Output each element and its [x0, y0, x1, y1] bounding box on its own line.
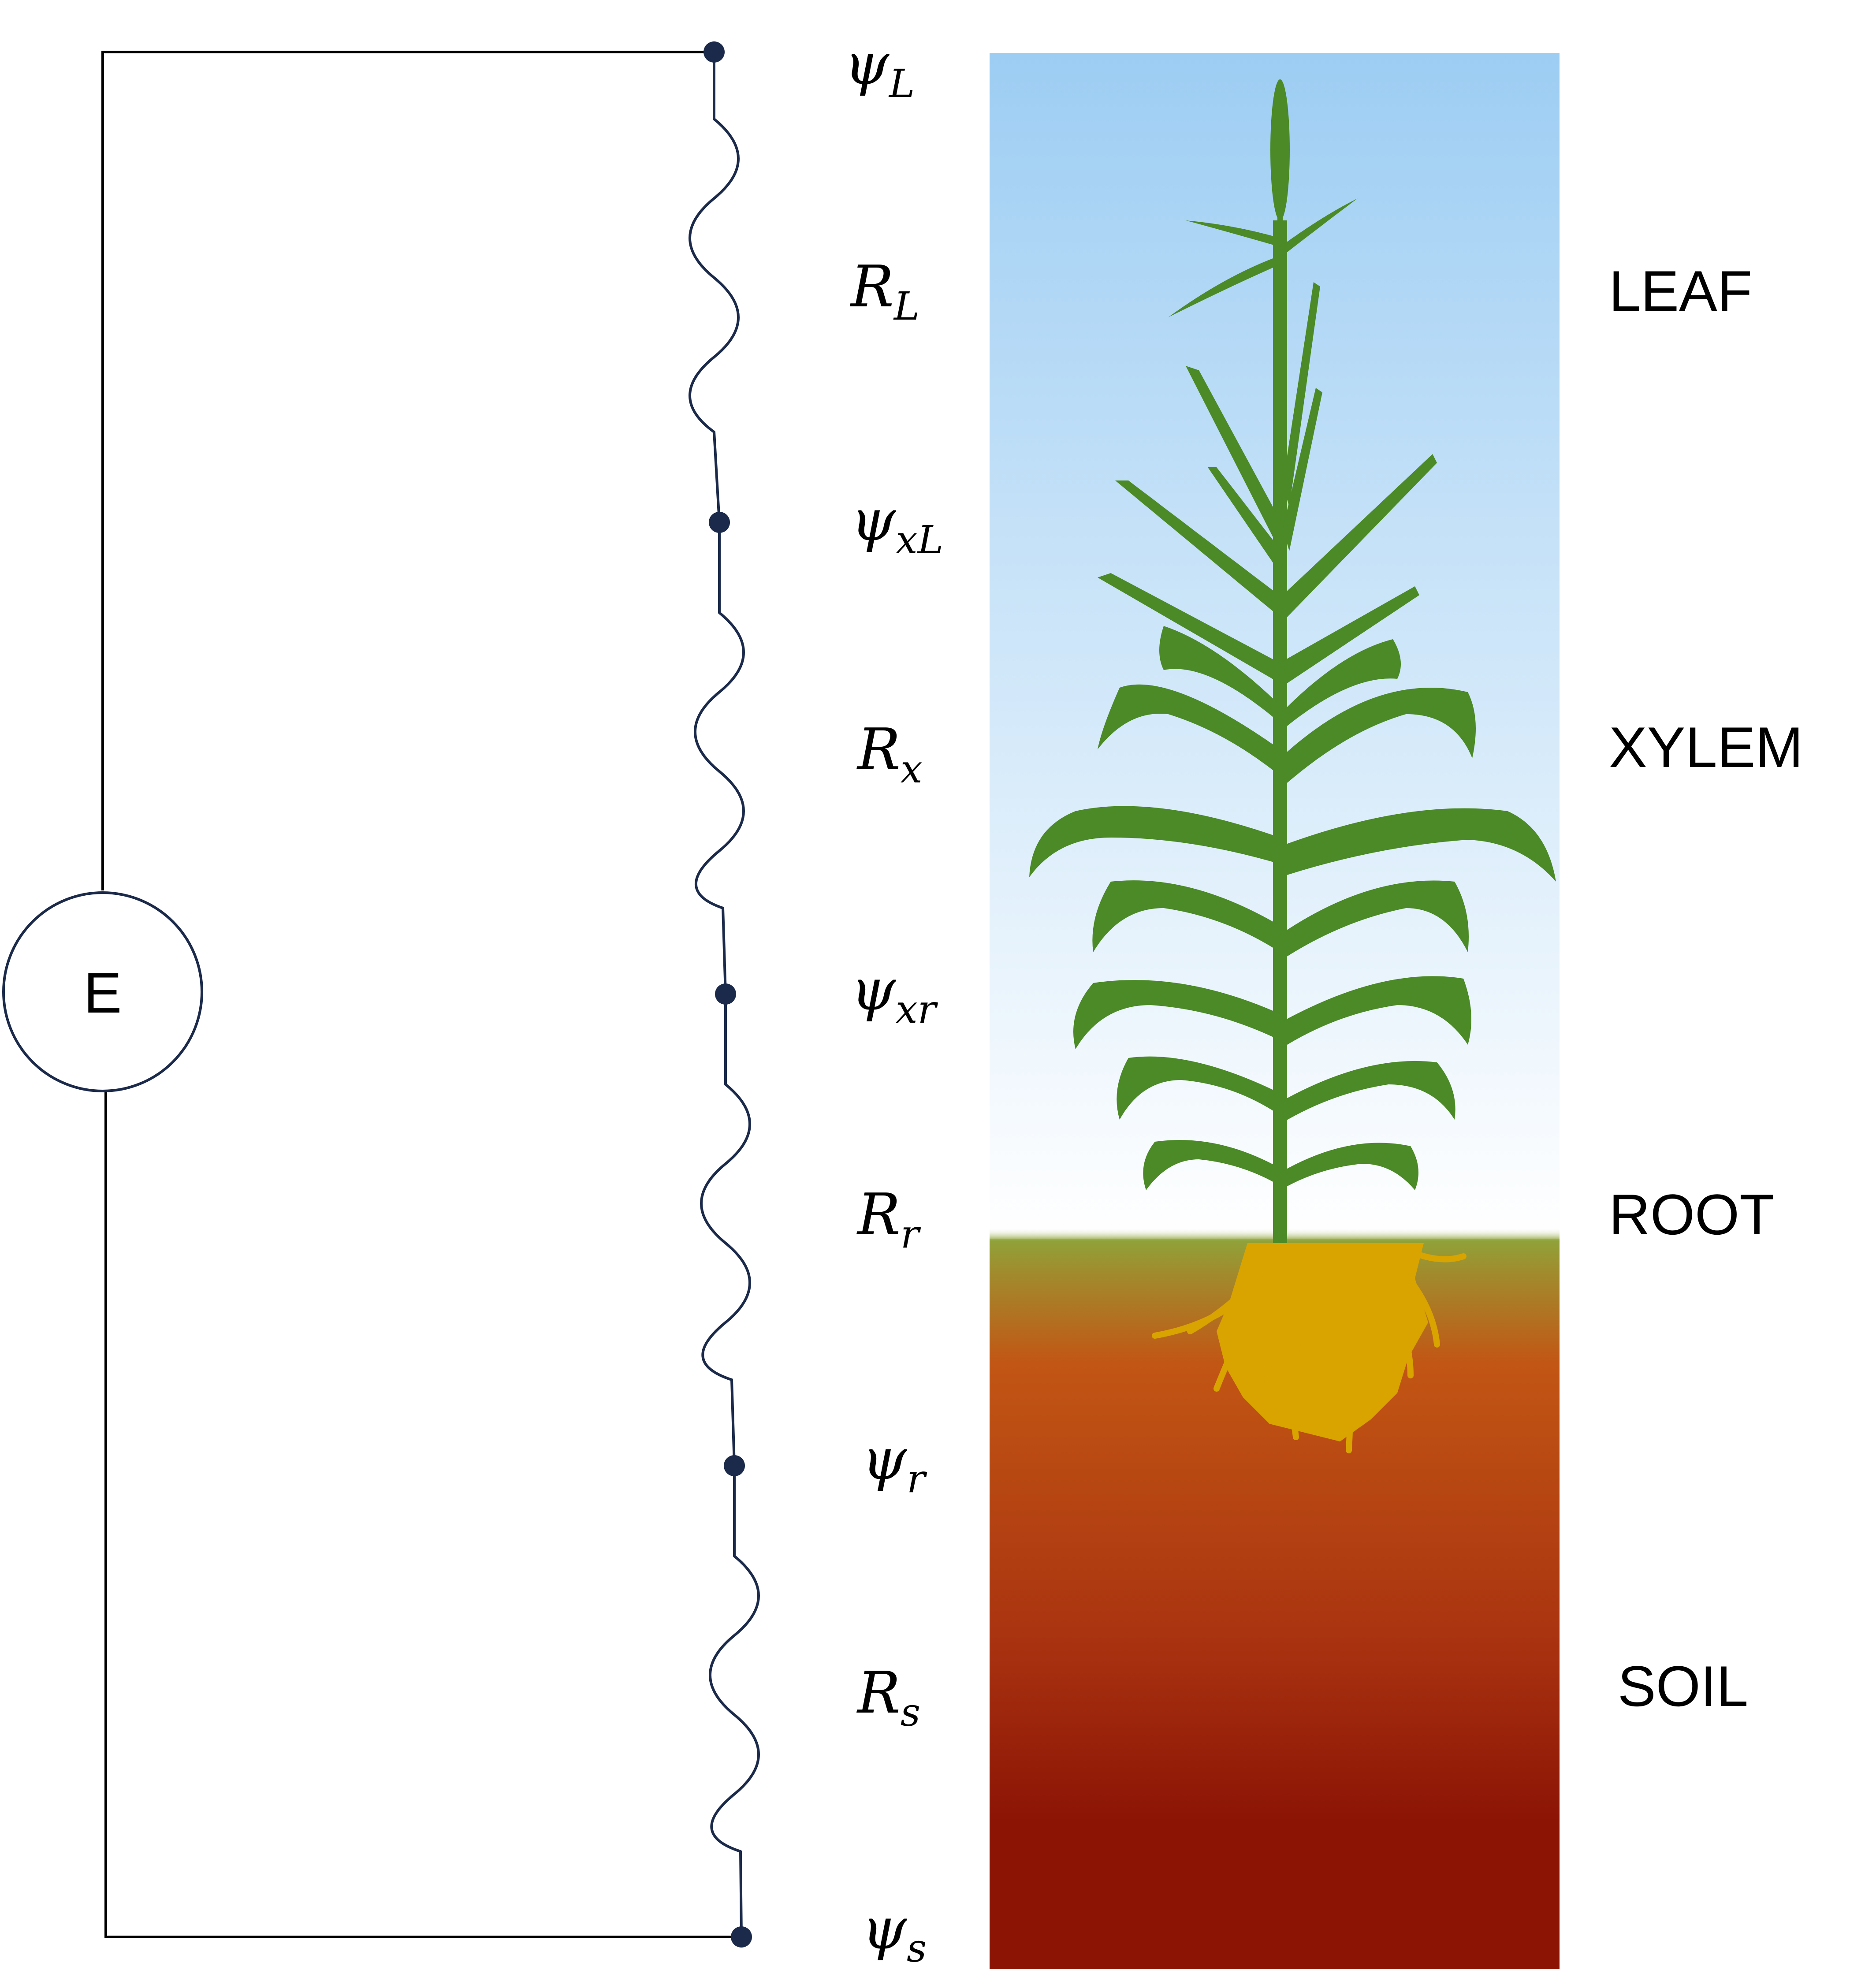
potential-label-xylem-leaf: ψxL [851, 487, 943, 562]
flux-source-circle[interactable] [2, 891, 203, 1092]
potential-label-root: ψr [862, 1426, 927, 1501]
potential-labels: ψL ψxL ψxr ψr ψs [844, 30, 943, 1970]
resistor-leaf[interactable] [689, 51, 740, 524]
resistor-chain [689, 51, 760, 1938]
flux-source[interactable]: E [2, 891, 203, 1092]
tassel [1168, 79, 1358, 317]
resistor-xylem[interactable] [694, 521, 745, 995]
resistance-label-xylem: Rx [856, 716, 923, 792]
resistance-labels: RL Rx Rr Rs [850, 253, 923, 1735]
bottom-wire [104, 1091, 741, 1938]
maize-plant-illustration [1029, 79, 1556, 1243]
node-root[interactable] [724, 1455, 745, 1476]
roots-illustration [1152, 1243, 1467, 1453]
root-strands [1152, 1244, 1467, 1453]
resistance-label-soil: Rs [856, 1659, 920, 1735]
zone-label-xylem: XYLEM [1609, 715, 1803, 779]
zone-label-root: ROOT [1609, 1182, 1775, 1247]
node-xylem-root[interactable] [715, 983, 736, 1005]
circuit-nodes [704, 41, 752, 1948]
potential-label-soil: ψs [862, 1895, 927, 1970]
node-soil[interactable] [731, 1926, 752, 1948]
flux-source-label: E [84, 961, 122, 1025]
resistance-label-root: Rr [856, 1181, 921, 1257]
resistor-soil[interactable] [709, 1464, 760, 1938]
potential-label-xylem-root: ψxr [851, 956, 938, 1032]
node-xylem-leaf[interactable] [709, 512, 730, 533]
zone-label-soil: SOIL [1618, 1654, 1748, 1718]
resistance-label-leaf: RL [850, 253, 919, 329]
zone-labels: LEAF XYLEM ROOT SOIL [1609, 259, 1803, 1718]
upper-leaves [1098, 282, 1437, 683]
broad-leaves [1029, 626, 1556, 1190]
top-wire [101, 51, 714, 890]
resistor-root[interactable] [700, 993, 751, 1467]
potential-label-leaf: ψL [844, 30, 915, 106]
zone-label-leaf: LEAF [1609, 259, 1752, 323]
circuit-wires [101, 51, 741, 1938]
node-leaf[interactable] [704, 41, 725, 63]
